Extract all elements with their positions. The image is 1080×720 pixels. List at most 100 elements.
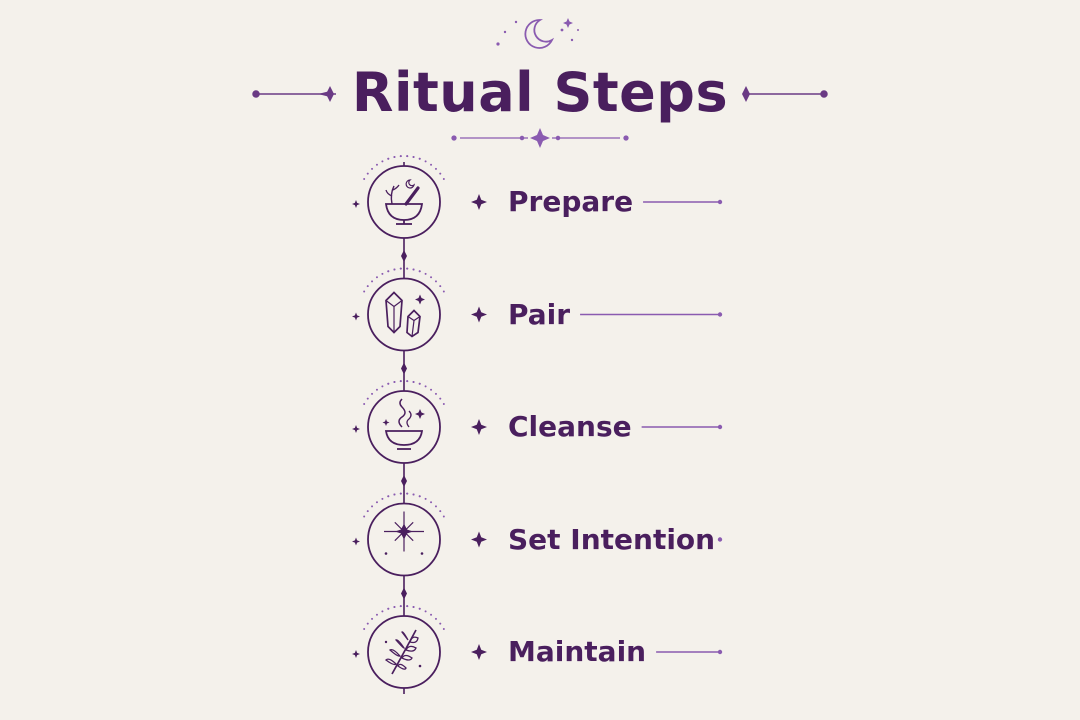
halo-dot bbox=[363, 178, 366, 180]
label-sparkle-icon bbox=[471, 306, 487, 323]
halo-dot bbox=[424, 160, 427, 163]
halo-dot bbox=[375, 613, 378, 616]
connector-diamond bbox=[401, 587, 407, 600]
halo-dot bbox=[371, 505, 374, 508]
halo-dot bbox=[381, 385, 384, 388]
halo-dot bbox=[381, 497, 384, 500]
halo-dot bbox=[418, 382, 421, 385]
herb-sprig-icon bbox=[384, 629, 422, 675]
halo-dot bbox=[424, 272, 427, 275]
halo-dot bbox=[399, 605, 402, 608]
halo-dot bbox=[363, 628, 366, 630]
halo-dot bbox=[371, 392, 374, 395]
step-label: Set Intention bbox=[508, 522, 716, 556]
halo-dot bbox=[442, 403, 445, 405]
star-moon-icon bbox=[384, 511, 424, 562]
halo-dot bbox=[393, 493, 396, 496]
step-label: Prepare bbox=[508, 185, 634, 218]
halo-dot bbox=[439, 397, 442, 400]
label-sparkle-icon bbox=[471, 531, 487, 548]
halo-dot bbox=[387, 270, 390, 273]
halo-dot bbox=[399, 267, 402, 270]
title-ornament-left bbox=[252, 86, 336, 102]
halo-dot bbox=[424, 610, 427, 613]
side-sparkle-icon bbox=[352, 537, 360, 546]
halo-dot bbox=[366, 172, 369, 175]
title-ornament-right bbox=[742, 86, 828, 102]
label-trail-dot bbox=[717, 312, 723, 317]
label-trail-dot bbox=[717, 424, 723, 430]
halo-dot bbox=[387, 382, 390, 385]
step-ring bbox=[367, 277, 441, 352]
halo-dot bbox=[371, 280, 374, 283]
halo-dot bbox=[434, 505, 437, 508]
halo-dot bbox=[393, 268, 396, 271]
halo-dot bbox=[381, 610, 384, 613]
step-ring bbox=[367, 390, 441, 464]
halo-dot bbox=[363, 403, 366, 405]
halo-dot bbox=[366, 622, 369, 625]
crystals-icon bbox=[385, 291, 425, 338]
step-label: Maintain bbox=[508, 635, 647, 668]
halo-dot bbox=[387, 157, 390, 160]
halo-dot bbox=[430, 388, 433, 391]
halo-dot bbox=[387, 607, 390, 610]
halo-dot bbox=[393, 381, 396, 384]
halo-dot bbox=[442, 178, 445, 180]
halo-dot bbox=[439, 172, 442, 175]
halo-dot bbox=[381, 160, 384, 163]
halo-dot bbox=[387, 495, 390, 498]
halo-dot bbox=[371, 617, 374, 620]
connector-diamond bbox=[401, 475, 407, 487]
side-sparkle-icon bbox=[352, 200, 360, 208]
label-trail-dot bbox=[717, 649, 723, 655]
halo-dot bbox=[424, 385, 427, 388]
halo-dot bbox=[434, 617, 437, 620]
step-label: Pair bbox=[508, 297, 571, 331]
halo-dot bbox=[399, 380, 402, 383]
halo-dot bbox=[406, 155, 409, 158]
connector-diamond bbox=[401, 362, 407, 375]
halo-dot bbox=[375, 276, 378, 279]
step-ring bbox=[367, 165, 441, 239]
step-1 bbox=[352, 155, 723, 262]
side-sparkle-icon bbox=[352, 650, 360, 658]
halo-dot bbox=[434, 280, 437, 283]
label-trail-dot bbox=[717, 537, 723, 542]
halo-dot bbox=[439, 510, 442, 513]
header-stars bbox=[496, 18, 579, 46]
step-label: Cleanse bbox=[508, 410, 632, 443]
halo-dot bbox=[412, 156, 415, 159]
step-3 bbox=[352, 380, 723, 487]
halo-dot bbox=[366, 397, 369, 400]
halo-dot bbox=[412, 381, 415, 384]
halo-dot bbox=[363, 515, 366, 518]
halo-dot bbox=[381, 272, 384, 275]
halo-dot bbox=[399, 492, 402, 495]
smoke-bowl-icon bbox=[382, 398, 425, 450]
halo-dot bbox=[412, 493, 415, 496]
halo-dot bbox=[375, 501, 378, 504]
halo-dot bbox=[399, 155, 402, 158]
step-2 bbox=[352, 267, 723, 375]
label-trail-dot bbox=[717, 199, 723, 205]
halo-dot bbox=[406, 605, 409, 608]
halo-dot bbox=[406, 267, 409, 270]
halo-dot bbox=[439, 622, 442, 625]
halo-dot bbox=[412, 606, 415, 609]
halo-dot bbox=[430, 613, 433, 616]
side-sparkle-icon bbox=[352, 425, 360, 433]
label-sparkle-icon bbox=[471, 194, 487, 210]
halo-dot bbox=[366, 285, 369, 288]
halo-dot bbox=[393, 156, 396, 159]
halo-dot bbox=[418, 270, 421, 273]
halo-dot bbox=[363, 290, 366, 293]
halo-dot bbox=[434, 167, 437, 170]
halo-dot bbox=[439, 285, 442, 288]
halo-dot bbox=[371, 167, 374, 170]
label-sparkle-icon bbox=[471, 419, 487, 435]
halo-dot bbox=[430, 276, 433, 279]
halo-dot bbox=[375, 163, 378, 166]
